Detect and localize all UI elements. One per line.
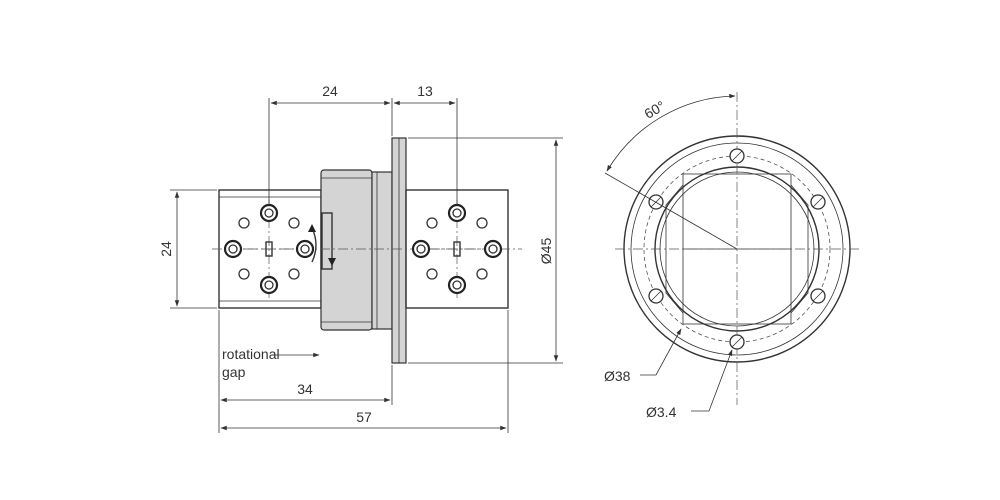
groove-ring (371, 171, 393, 330)
label-gap-line1: rotational (222, 346, 280, 362)
front-view: 60° Ø38 Ø3.4 (604, 92, 860, 420)
side-view-dimensions: 24 13 24 Ø45 rotational gap 34 57 (158, 83, 563, 433)
dim-gap-length: 34 (297, 381, 313, 397)
rotation-mark (321, 212, 333, 270)
dim-total-length: 57 (356, 409, 372, 425)
dim-outer-diameter: Ø45 (538, 238, 554, 265)
dim-body-height: 24 (158, 241, 174, 257)
dim-flange-length: 24 (322, 83, 338, 99)
dim-hole-diameter: Ø3.4 (646, 404, 677, 420)
bolt-holes (648, 148, 826, 350)
side-view (212, 137, 522, 364)
label-gap-line2: gap (222, 364, 246, 380)
right-connector-holes (411, 200, 503, 298)
left-connector-holes (223, 200, 315, 298)
rotating-collar (320, 169, 373, 331)
dim-angle: 60° (641, 97, 667, 121)
dim-body-length: 13 (417, 83, 433, 99)
dim-bolt-circle: Ø38 (604, 368, 631, 384)
